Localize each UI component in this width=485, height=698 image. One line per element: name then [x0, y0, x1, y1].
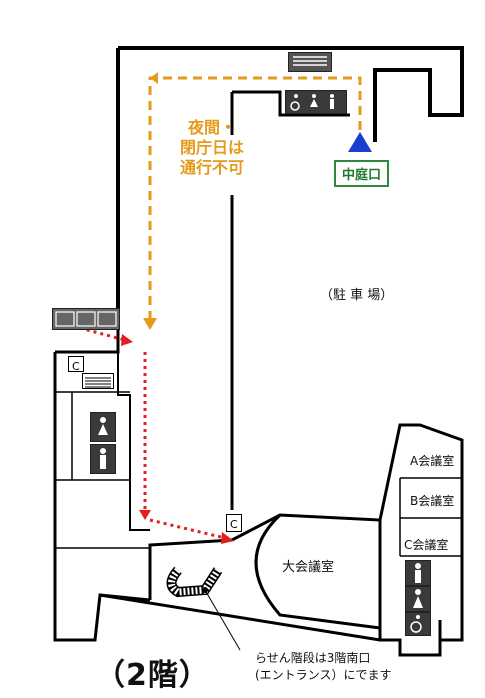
red-arrow-2 — [139, 510, 151, 520]
night-notice: 夜間・ 閉庁日は 通行不可 — [180, 118, 244, 178]
phone-icon-south: C — [226, 514, 242, 532]
male-restroom-icon-left — [90, 444, 116, 474]
south-bottom-wall — [99, 593, 381, 642]
spiral-note-line-1: らせん階段は3階南口 — [255, 651, 371, 665]
spiral-note-leader — [204, 589, 241, 651]
phone-icon-left: C — [68, 356, 84, 373]
night-notice-line-3: 通行不可 — [180, 158, 245, 177]
female-restroom-icon-left — [90, 412, 116, 442]
entrance-marker — [348, 132, 372, 152]
room-a-label: A会議室 — [410, 454, 455, 468]
floor-title: （2階） — [95, 658, 210, 693]
spiral-note: らせん階段は3階南口 (エントランス）にでます — [255, 650, 391, 684]
female-restroom-icon — [310, 94, 318, 107]
parking-label: （駐 車 場） — [320, 288, 394, 303]
spiral-staircase — [166, 566, 223, 598]
left-wing-inner — [117, 330, 150, 531]
inner-wall-top — [232, 90, 350, 117]
male-restroom-icon-right — [405, 560, 431, 586]
stairs-icon — [293, 56, 327, 66]
svg-text:C: C — [230, 518, 238, 531]
male-restroom-icon — [330, 94, 334, 109]
right-wing-wall — [378, 423, 464, 642]
elevator-icon-left — [52, 308, 120, 330]
room-b-label: B会議室 — [410, 494, 455, 508]
entrance-label: 中庭口 — [334, 160, 390, 187]
main-hall-label: 大会議室 — [282, 560, 335, 575]
restroom-icons-top — [285, 90, 347, 114]
night-notice-line-2: 閉庁日は — [180, 138, 245, 157]
red-arrow-3 — [221, 532, 234, 544]
room-c-label: C会議室 — [404, 538, 449, 552]
outer-wall-top — [118, 46, 464, 142]
elevator-icon — [288, 52, 332, 72]
orange-arrow-head-left — [150, 72, 158, 84]
main-hall-wall — [254, 513, 381, 630]
svg-text:C: C — [72, 360, 80, 372]
orange-arrow-head-down — [143, 318, 157, 330]
orange-route — [148, 76, 362, 325]
wheelchair-icon — [290, 94, 300, 111]
female-restroom-icon-right — [405, 586, 431, 612]
stairs-icon-left — [82, 373, 114, 389]
red-arrow-1 — [121, 334, 133, 346]
red-route-1 — [79, 326, 126, 342]
red-route-3 — [149, 518, 226, 540]
spiral-note-line-2: (エントランス）にでます — [255, 668, 392, 682]
south-wall — [148, 513, 442, 657]
wheelchair-icon-right — [405, 612, 431, 636]
night-notice-line-1: 夜間・ — [188, 118, 237, 137]
